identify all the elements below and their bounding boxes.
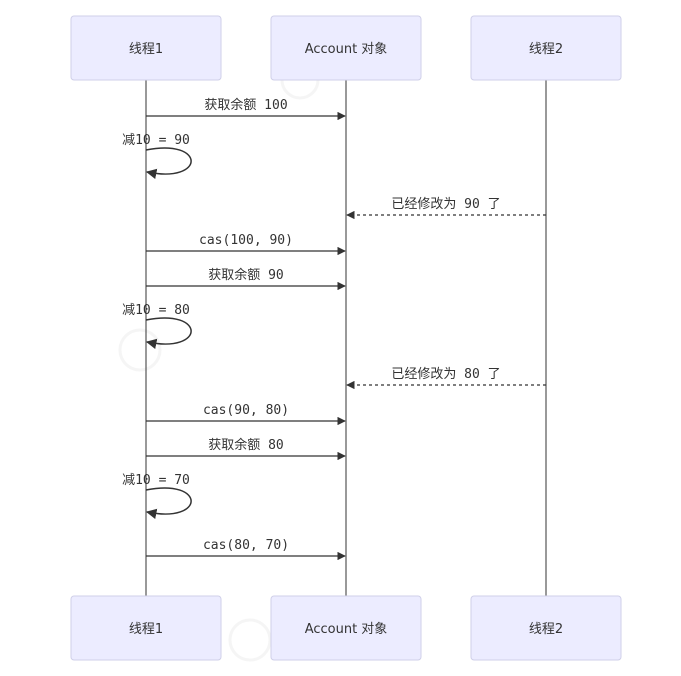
actor-acc-bottom: Account 对象 [270,595,422,661]
actor-label: 线程2 [529,622,563,637]
message-5: 获取余额 90 [146,267,346,291]
message-1: 获取余额 100 [146,97,346,121]
actor-box [270,595,422,661]
actor-box [70,15,222,81]
message-label: 已经修改为 90 了 [391,197,500,212]
actor-t2-bottom: 线程2 [470,595,622,661]
actor-box [470,15,622,81]
message-label: 获取余额 100 [204,97,287,113]
actor-acc-top: Account 对象 [270,15,422,81]
message-10: 减10 = 70 [122,473,192,520]
message-label: 已经修改为 80 了 [391,367,500,382]
actor-t2-top: 线程2 [470,15,622,81]
message-7: 已经修改为 80 了 [346,367,546,390]
message-label: 减10 = 80 [122,303,190,318]
message-label: cas(100, 90) [199,233,293,248]
self-arrow [145,147,192,180]
actor-label: Account 对象 [305,622,388,637]
actor-t1-top: 线程1 [70,15,222,81]
message-4: cas(100, 90) [146,233,346,256]
message-label: cas(90, 80) [203,403,289,418]
message-label: cas(80, 70) [203,538,289,553]
actor-label: 线程1 [129,622,163,637]
message-8: cas(90, 80) [146,403,346,426]
message-label: 减10 = 90 [122,133,190,148]
self-arrow [145,487,192,520]
actor-label: Account 对象 [305,42,388,57]
message-label: 获取余额 90 [208,267,283,283]
actor-box [470,595,622,661]
message-3: 已经修改为 90 了 [346,197,546,220]
message-11: cas(80, 70) [146,538,346,561]
actor-label: 线程2 [529,42,563,57]
actor-label: 线程1 [129,42,163,57]
message-2: 减10 = 90 [122,133,192,180]
message-label: 获取余额 80 [208,437,283,453]
message-9: 获取余额 80 [146,437,346,461]
actor-box [70,595,222,661]
watermark-logo [118,60,320,662]
self-arrow [145,317,192,350]
actor-t1-bottom: 线程1 [70,595,222,661]
message-6: 减10 = 80 [122,303,192,350]
actor-box [270,15,422,81]
message-label: 减10 = 70 [122,473,190,488]
